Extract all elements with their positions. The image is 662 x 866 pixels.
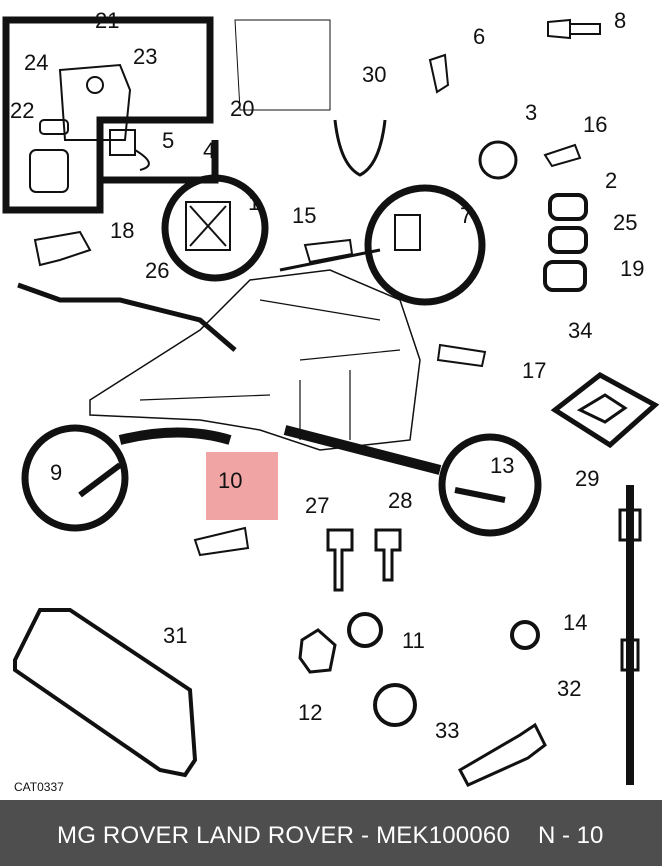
callout-27: 27 — [305, 493, 330, 518]
sensor-22 — [29, 149, 69, 193]
callout-9: 9 — [50, 460, 63, 485]
callout-6: 6 — [473, 24, 486, 49]
stud-32 — [457, 722, 547, 787]
fastener-25 — [548, 226, 588, 254]
callout-4: 4 — [203, 138, 216, 163]
bracket-23 — [58, 63, 132, 141]
detail-circle-13 — [438, 433, 542, 537]
callout-18: 18 — [110, 218, 135, 243]
footer-page-number: N - 10 — [538, 822, 604, 849]
callout-13: 13 — [490, 453, 515, 478]
sensor-10 — [193, 526, 250, 557]
fastener-19 — [543, 260, 587, 292]
highlight-box — [206, 452, 278, 520]
detail-circle-9 — [21, 424, 129, 532]
detail-circle-7 — [364, 184, 486, 306]
detail-20 — [234, 19, 331, 111]
parts-diagram: 21 24 23 22 5 20 30 8 6 3 16 4 1 15 7 2 … — [2, 8, 660, 794]
callout-28: 28 — [388, 488, 413, 513]
callout-5: 5 — [162, 128, 175, 153]
callout-20: 20 — [230, 96, 255, 121]
callout-7: 7 — [460, 203, 473, 228]
fastener-2 — [548, 193, 588, 221]
callout-31: 31 — [163, 623, 188, 648]
gasket-31 — [13, 608, 198, 778]
callout-16: 16 — [583, 112, 608, 137]
callout-29: 29 — [575, 466, 600, 491]
plug-11 — [347, 612, 383, 648]
engine-outline — [89, 269, 421, 451]
callout-33: 33 — [435, 718, 460, 743]
callout-30: 30 — [362, 62, 387, 87]
detail-circle-1 — [161, 174, 269, 282]
plug-14 — [510, 620, 540, 650]
callout-12: 12 — [298, 700, 323, 725]
callout-10: 10 — [218, 468, 243, 493]
bolt-28 — [374, 528, 402, 582]
callout-11: 11 — [402, 628, 425, 653]
exploded-parts-drawing — [2, 16, 660, 787]
sensor-1 — [185, 201, 231, 251]
callout-21: 21 — [95, 8, 120, 33]
grommet-3 — [478, 140, 518, 180]
callout-17: 17 — [522, 358, 547, 383]
group-frame-21 — [2, 16, 214, 214]
plug-33 — [373, 683, 417, 727]
callout-19: 19 — [620, 256, 645, 281]
sensor-13 — [454, 487, 506, 503]
callout-22: 22 — [10, 98, 35, 123]
callout-3: 3 — [525, 100, 538, 125]
callout-14: 14 — [563, 610, 588, 635]
clip-30 — [333, 119, 387, 177]
callout-2: 2 — [605, 168, 618, 193]
bolt-8 — [547, 18, 601, 40]
callout-8: 8 — [614, 8, 627, 33]
callout-15: 15 — [292, 203, 317, 228]
bolt-27 — [326, 528, 354, 592]
footer-title: MG ROVER LAND ROVER - MEK100060 — [57, 822, 511, 849]
sensor-15 — [303, 238, 354, 264]
plug-12 — [298, 628, 337, 674]
footer-bar: MG ROVER LAND ROVER - MEK100060 N - 10 — [0, 800, 662, 866]
harness-26 — [17, 282, 237, 352]
clip-6 — [428, 53, 450, 94]
sensor-7 — [394, 214, 421, 251]
sensor-16 — [543, 143, 582, 168]
sensor-18 — [33, 230, 92, 267]
pad-24 — [39, 119, 69, 135]
catalog-reference: CAT0337 — [14, 780, 64, 794]
bracket-34 — [550, 372, 660, 449]
callout-32: 32 — [557, 676, 582, 701]
callout-34: 34 — [568, 318, 593, 343]
callout-23: 23 — [133, 44, 158, 69]
callout-25: 25 — [613, 210, 638, 235]
callout-24: 24 — [24, 50, 49, 75]
callout-26: 26 — [145, 258, 170, 283]
sensor-9 — [78, 462, 122, 498]
harness-5 — [109, 129, 150, 171]
sensor-17 — [436, 343, 487, 368]
callout-1: 1 — [248, 190, 261, 215]
bracket-hole — [86, 76, 104, 94]
